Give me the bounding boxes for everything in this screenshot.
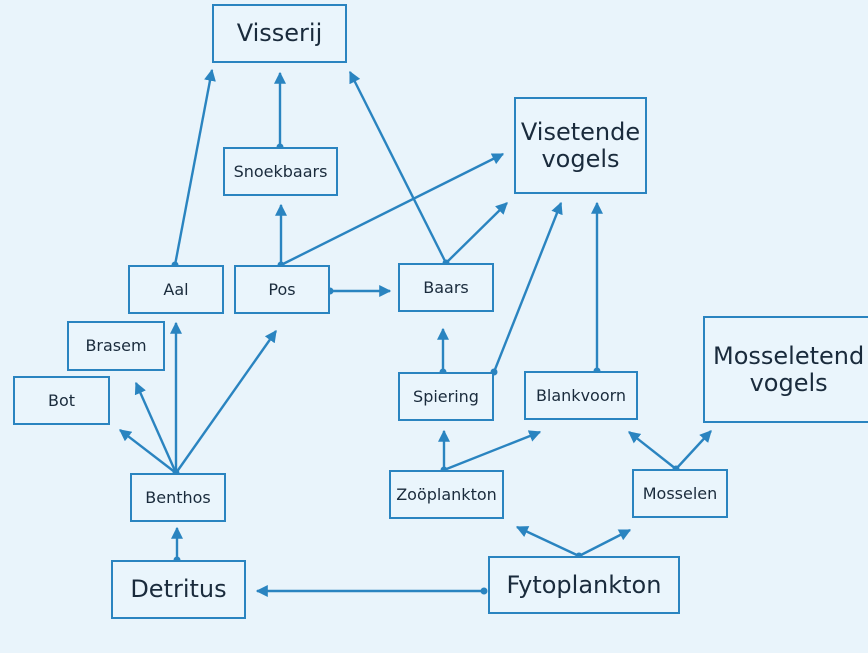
node-benthos: Benthos [130, 473, 226, 522]
arrow-benthos-to-pos [175, 330, 277, 474]
node-mosseletende-vogels: Mosseletend vogels [703, 316, 868, 423]
label-aal: Aal [163, 279, 189, 299]
node-blankvoorn: Blankvoorn [524, 371, 638, 420]
label-zooplankton: Zoöplankton [396, 484, 497, 504]
node-bot: Bot [13, 376, 110, 425]
label-snoekbaars: Snoekbaars [233, 161, 328, 181]
label-fytoplankton: Fytoplankton [506, 570, 662, 599]
node-brasem: Brasem [67, 321, 165, 371]
arrow-pos-to-visetende_vogels [280, 152, 505, 267]
arrow-fytoplankton-to-zooplankton [515, 525, 580, 558]
label-bot: Bot [47, 390, 76, 410]
arrow-origin-dot-fytoplankton [480, 587, 488, 595]
arrow-spiering-to-visetende_vogels [492, 201, 563, 373]
label-brasem: Brasem [85, 336, 147, 356]
node-snoekbaars: Snoekbaars [223, 147, 338, 196]
arrow-fytoplankton-to-mosselen [578, 528, 632, 558]
node-aal: Aal [128, 265, 224, 314]
node-visetende-vogels: Visetende vogels [514, 97, 647, 194]
node-visserij: Visserij [212, 4, 347, 63]
label-mosseletende-vogels: Mosseletend vogels [713, 341, 865, 397]
arrow-mosselen-to-mosseletende_vogels [675, 430, 712, 470]
arrow-baars-to-visetende_vogels [445, 202, 508, 264]
node-pos: Pos [234, 265, 330, 314]
node-spiering: Spiering [398, 372, 494, 421]
node-fytoplankton: Fytoplankton [488, 556, 680, 614]
arrow-benthos-to-bot [119, 429, 177, 474]
label-mosselen: Mosselen [642, 483, 718, 503]
label-baars: Baars [423, 277, 469, 297]
label-visetende-vogels: Visetende vogels [520, 117, 641, 173]
arrow-mosselen-to-blankvoorn [628, 431, 677, 470]
arrow-zooplankton-to-blankvoorn [443, 430, 542, 472]
arrow-aal-to-visserij [173, 68, 216, 266]
node-detritus: Detritus [111, 560, 246, 619]
arrow-baars-to-visserij [348, 70, 448, 264]
arrow-benthos-to-brasem [134, 381, 178, 474]
label-pos: Pos [268, 279, 296, 299]
label-detritus: Detritus [130, 575, 227, 604]
node-mosselen: Mosselen [632, 469, 728, 518]
node-baars: Baars [398, 263, 494, 312]
label-benthos: Benthos [145, 487, 211, 507]
label-visserij: Visserij [236, 19, 323, 48]
label-blankvoorn: Blankvoorn [535, 385, 627, 405]
node-zooplankton: Zoöplankton [389, 470, 504, 519]
label-spiering: Spiering [413, 386, 479, 406]
